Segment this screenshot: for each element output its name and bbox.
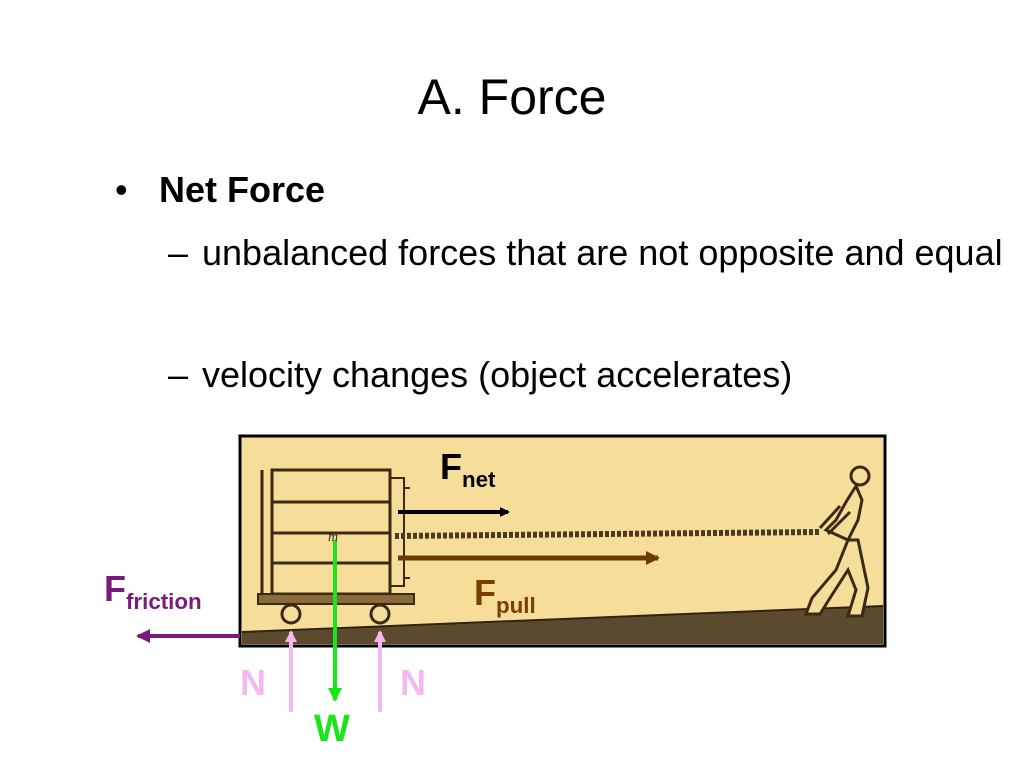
bullet-text: Net Force (159, 169, 326, 210)
bullet-net-force: • Net Force (115, 168, 325, 212)
ground (242, 606, 883, 644)
pull-force-label: Fpull (474, 572, 536, 618)
bullet-glyph: • (115, 169, 128, 210)
net-force-label: Fnet (440, 446, 496, 492)
friction-force-label: Ffriction (104, 568, 202, 614)
slide-title: A. Force (417, 69, 607, 125)
wheel-left (280, 603, 302, 625)
sub-item-unbalanced: – unbalanced forces that are not opposit… (168, 224, 1008, 282)
wheel-right (369, 603, 391, 625)
mass-label: m (328, 530, 338, 545)
normal-force-label-right: N (400, 662, 426, 703)
dash-glyph: – (168, 354, 189, 395)
weight-label: W (314, 708, 350, 750)
man-figure (803, 465, 871, 618)
rope (394, 529, 821, 539)
sub-item-text: velocity changes (object accelerates) (202, 354, 793, 395)
normal-force-label-left: N (240, 662, 266, 703)
dash-glyph: – (168, 232, 189, 273)
sub-item-velocity: – velocity changes (object accelerates) (168, 346, 1008, 404)
sub-item-text: unbalanced forces that are not opposite … (202, 232, 1003, 273)
